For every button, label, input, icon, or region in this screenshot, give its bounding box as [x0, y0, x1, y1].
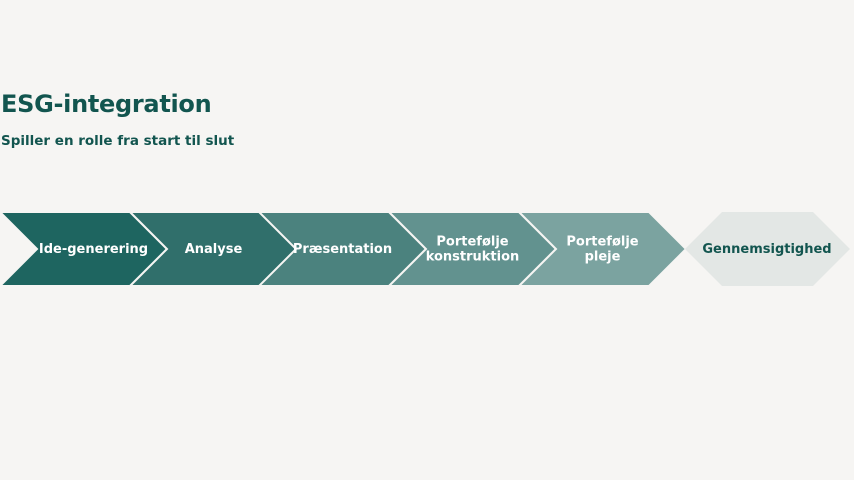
step-label: Ide-generering: [39, 242, 148, 257]
step-label: pleje: [585, 250, 621, 265]
final-hexagon: [685, 212, 850, 286]
page-title: ESG-integration: [1, 90, 212, 118]
step-label: Analyse: [185, 242, 243, 257]
step-chevron: [516, 211, 688, 287]
page-subtitle: Spiller en rolle fra start til slut: [1, 133, 235, 149]
step-label: Portefølje: [436, 235, 508, 250]
step-label: Præsentation: [293, 242, 392, 257]
step-label: Portefølje: [566, 235, 638, 250]
final-label: Gennemsigtighed: [702, 242, 831, 257]
step-label: konstruktion: [426, 250, 520, 265]
